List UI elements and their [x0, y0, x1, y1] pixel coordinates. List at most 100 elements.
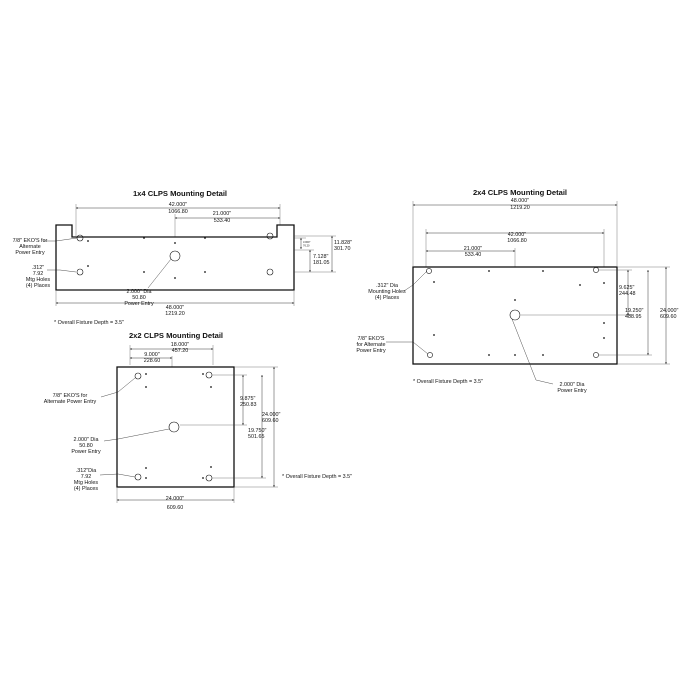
dim-21-in-label: 21.000" — [213, 211, 231, 217]
holes-callout-line1: .312" Dia — [376, 283, 398, 289]
dim-24h-mm-label: 609.60 — [167, 505, 184, 511]
dim-9875-mm-label: 250.83 — [240, 402, 257, 408]
holes-callout-line4: (4) Places — [26, 283, 51, 289]
dim-42-in-label: 42.000" — [169, 202, 187, 208]
holes-callout-line2: Mounting Holes — [368, 289, 406, 295]
plate-1x4 — [55, 224, 295, 291]
eko-knockout — [266, 232, 274, 240]
mounting-hole — [145, 386, 147, 388]
power-entry-hole — [169, 250, 181, 262]
power-entry-hole — [168, 421, 180, 433]
mounting-hole — [145, 477, 147, 479]
power-callout-line2: Power Entry — [557, 388, 587, 394]
dim-48-in-label: 48.000" — [511, 198, 529, 204]
dim-21-mm-label: 533.40 — [214, 218, 231, 224]
dim-18-in-label: 18.000" — [171, 342, 189, 348]
dim-1975-in-label: 19.750" — [248, 428, 266, 434]
holes-callout-line3: Mtg Holes — [26, 277, 51, 283]
mounting-hole — [174, 277, 176, 279]
eko-callout-line2: Alternate — [19, 244, 41, 250]
mounting-hole — [542, 270, 544, 272]
power-callout-line3: Power Entry — [124, 301, 154, 307]
mounting-hole — [87, 265, 89, 267]
power-callout-line3: Power Entry — [71, 449, 101, 455]
mounting-hole — [143, 271, 145, 273]
eko-knockout — [266, 268, 274, 276]
dim-21-in-label: 21.000" — [464, 246, 482, 252]
dim-9-in-label: 9.000" — [144, 352, 159, 358]
dim-42-in-label: 42.000" — [508, 232, 526, 238]
mounting-hole — [603, 322, 605, 324]
dim-1975-mm-label: 501.65 — [248, 434, 265, 440]
dim-9-mm-label: 228.60 — [144, 358, 161, 364]
dim-24v-mm-label: 609.60 — [262, 418, 279, 424]
dim-1925-in-label: 19.250" — [625, 308, 643, 314]
detail-2x2: 2x2 CLPS Mounting Detail 18.000" 457.20 … — [44, 331, 352, 511]
eko-knockout — [76, 268, 84, 276]
detail-2x2-title: 2x2 CLPS Mounting Detail — [129, 331, 223, 340]
dim-24v-in-label: 24.000" — [262, 412, 280, 418]
mounting-hole — [210, 386, 212, 388]
power-leader — [103, 428, 170, 442]
holes-leader — [403, 270, 428, 292]
dim-9875-in-label: 9.875" — [240, 396, 255, 402]
mounting-hole — [202, 477, 204, 479]
mounting-hole — [488, 270, 490, 272]
dim-7128-in-label: 7.128" — [313, 254, 328, 260]
dim-24h-in-label: 24.000" — [166, 496, 184, 502]
dim-11828-mm-label: 301.70 — [334, 246, 351, 252]
mounting-hole — [145, 373, 147, 375]
power-callout-line2: 50.80 — [132, 295, 146, 301]
mounting-hole — [542, 354, 544, 356]
detail-1x4-title: 1x4 CLPS Mounting Detail — [133, 189, 227, 198]
mounting-hole — [204, 237, 206, 239]
holes-leader — [47, 269, 77, 273]
dim-9625-in-label: 9.625" — [619, 285, 634, 291]
power-callout-line1: 2.000" Dia — [127, 289, 152, 295]
power-callout-line2: 50.80 — [79, 443, 93, 449]
power-leader — [147, 258, 172, 289]
holes-leader — [99, 473, 136, 478]
dim-7128-mm-label: 181.05 — [313, 260, 330, 266]
dim-42-mm-label: 1066.80 — [168, 209, 188, 215]
depth-note-1x4: * Overall Fixture Depth = 3.5" — [54, 320, 124, 326]
eko-knockout — [593, 267, 599, 273]
power-callout-line1: 2.000" Dia — [560, 382, 585, 388]
eko-callout-line1: 7/8" EKO'S for — [53, 393, 88, 399]
dim-21-mm-label: 533.40 — [465, 252, 482, 258]
detail-2x4: 2x4 CLPS Mounting Detail 48.000" 1219.20… — [356, 188, 678, 394]
eko-knockout — [427, 352, 433, 358]
eko-callout-line3: Power Entry — [356, 348, 386, 354]
eko-callout-line1: 7/8" EKO'S for — [13, 238, 48, 244]
holes-callout-line2: 7.92 — [33, 271, 44, 277]
eko-callout-line2: for Alternate — [356, 342, 385, 348]
power-leader — [511, 318, 554, 385]
dim-42-mm-label: 1066.80 — [507, 238, 527, 244]
mounting-hole — [579, 284, 581, 286]
dim-18-mm-label: 457.20 — [172, 348, 189, 354]
eko-callout-line1: 7/8" EKO'S — [358, 336, 385, 342]
dim-small-mm-label: 76.20 — [303, 244, 310, 248]
eko-leader — [43, 237, 78, 242]
mounting-hole — [210, 466, 212, 468]
dim-1925-mm-label: 488.95 — [625, 314, 642, 320]
dim-48-mm-label: 1219.20 — [165, 311, 185, 317]
eko-callout-line2: Alternate Power Entry — [44, 399, 97, 405]
dim-24-in-label: 24.000" — [660, 308, 678, 314]
eko-knockout — [426, 268, 432, 274]
mounting-hole — [87, 240, 89, 242]
holes-callout-line4: (4) Places — [74, 486, 99, 492]
eko-leader — [100, 377, 136, 398]
mounting-hole — [174, 242, 176, 244]
holes-callout-line1: .312" — [32, 265, 44, 271]
mounting-hole — [603, 337, 605, 339]
mounting-hole — [514, 299, 516, 301]
power-entry-hole — [509, 309, 521, 321]
eko-leader — [386, 341, 429, 355]
dim-small-in-label: 3.000" — [303, 240, 310, 244]
plate-2x4 — [412, 266, 618, 365]
holes-callout-line3: (4) Places — [375, 295, 400, 301]
mounting-hole — [514, 354, 516, 356]
mounting-hole — [433, 281, 435, 283]
